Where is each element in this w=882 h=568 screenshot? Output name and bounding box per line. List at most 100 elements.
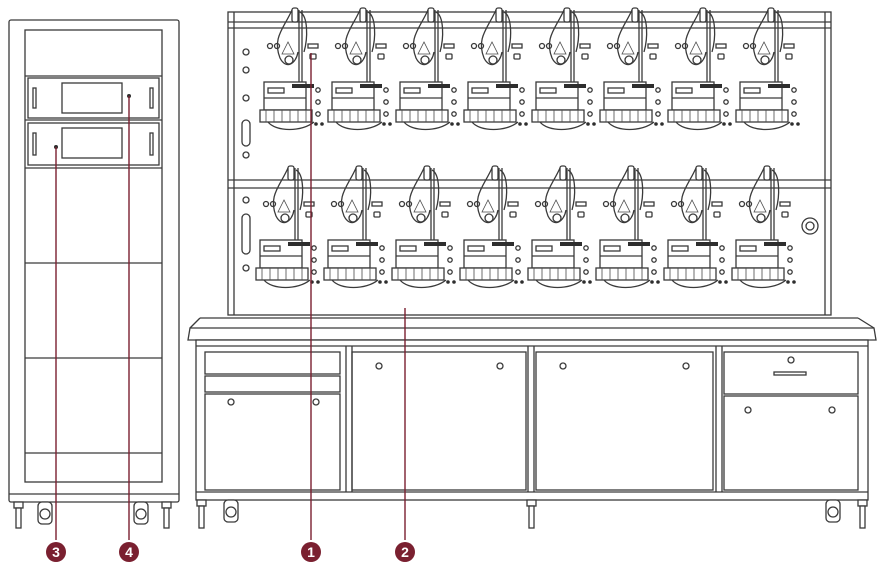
- meter-station: [255, 165, 320, 289]
- terminal-jack: [334, 42, 342, 50]
- cable-clip: [631, 7, 639, 23]
- meter-station: [731, 165, 796, 289]
- photo-sensor: [485, 41, 499, 55]
- workbench-body: [195, 339, 869, 501]
- cable-clip: [491, 165, 499, 181]
- terminal-jack: [592, 122, 596, 126]
- meter-body: [671, 81, 715, 111]
- meter-display: [539, 87, 557, 94]
- terminal-jack: [749, 42, 757, 50]
- test-cable: [616, 9, 639, 66]
- wiring-loop: [335, 121, 383, 131]
- terminal-block: [663, 267, 717, 281]
- cabinet-display-panel-upper: [27, 77, 160, 119]
- bench-foot: [859, 505, 866, 529]
- display-screen-upper: [61, 82, 123, 114]
- test-cable: [276, 9, 299, 66]
- mount-tab: [371, 201, 383, 207]
- meter-display: [267, 87, 285, 94]
- terminal-jack: [456, 122, 460, 126]
- meter-station: [667, 7, 732, 131]
- terminal-jack: [587, 87, 593, 93]
- door-knob: [227, 398, 235, 406]
- terminal-jack: [587, 111, 593, 117]
- terminal-jack: [541, 200, 549, 208]
- meter-clamp-bar: [628, 242, 650, 246]
- sensor-head: [760, 55, 770, 65]
- cable-clip: [495, 7, 503, 23]
- sensor-head: [488, 55, 498, 65]
- terminal-block: [323, 267, 377, 281]
- terminal-jack: [586, 122, 590, 126]
- callout-circle: [46, 542, 66, 562]
- workbench-edge: [189, 317, 201, 329]
- mount-tab: [711, 201, 723, 207]
- meter-station: [459, 165, 524, 289]
- wiring-loop: [263, 279, 311, 289]
- mount-tab: [445, 53, 453, 60]
- control-knob: [242, 151, 250, 159]
- caster-wheel: [225, 506, 237, 518]
- terminal-jack: [606, 42, 614, 50]
- terminal-jack: [383, 99, 389, 105]
- terminal-jack: [722, 122, 726, 126]
- bench-foot: [528, 505, 535, 529]
- wiring-loop: [607, 121, 655, 131]
- bench-caster: [825, 499, 841, 523]
- door-right: [723, 395, 859, 491]
- terminal-jack: [791, 87, 797, 93]
- test-cable: [571, 11, 580, 53]
- door-knob: [312, 398, 320, 406]
- terminal-jack: [446, 280, 450, 284]
- terminal-jack: [791, 111, 797, 117]
- sensor-head: [280, 213, 290, 223]
- terminal-block: [463, 109, 517, 123]
- terminal-jack: [266, 42, 274, 50]
- emergency-stop-inner: [805, 221, 815, 231]
- terminal-block: [599, 109, 653, 123]
- terminal-jack: [447, 257, 453, 263]
- terminal-jack: [451, 87, 457, 93]
- cabinet-foot: [163, 507, 170, 529]
- meter-station: [391, 165, 456, 289]
- callout-label: 1: [307, 544, 315, 560]
- photo-sensor: [413, 199, 427, 213]
- terminal-jack: [583, 245, 589, 251]
- test-cable: [775, 11, 784, 53]
- test-cable: [635, 169, 644, 211]
- cable-clip: [767, 7, 775, 23]
- door-middle-right: [535, 351, 714, 491]
- terminal-jack: [660, 122, 664, 126]
- meter-station: [735, 7, 800, 131]
- meter-display: [403, 87, 421, 94]
- terminal-jack: [515, 269, 521, 275]
- terminal-jack: [719, 257, 725, 263]
- meter-clamp-bar: [632, 84, 654, 88]
- switch-group: [241, 213, 251, 255]
- photo-sensor: [345, 199, 359, 213]
- callouts: 3 4 1 2: [46, 53, 415, 562]
- photo-sensor: [685, 199, 699, 213]
- terminal-jack: [787, 257, 793, 263]
- terminal-jack: [473, 200, 481, 208]
- meter-station: [323, 165, 388, 289]
- mount-tab: [507, 201, 519, 207]
- test-cable: [684, 9, 707, 66]
- terminal-jack: [718, 280, 722, 284]
- station-row-upper: [259, 7, 800, 131]
- door-knob: [828, 406, 836, 414]
- meter-station: [663, 165, 728, 289]
- mount-tab: [373, 211, 381, 218]
- terminal-jack: [514, 280, 518, 284]
- test-cable: [412, 9, 435, 66]
- test-cable: [544, 167, 567, 224]
- cabinet-display-panel-lower: [27, 122, 160, 166]
- panel-handle: [149, 87, 154, 109]
- wiring-loop: [471, 121, 519, 131]
- sensor-head: [284, 55, 294, 65]
- terminal-jack: [651, 245, 657, 251]
- test-cable: [752, 9, 775, 66]
- terminal-block: [667, 109, 721, 123]
- meter-station: [531, 7, 596, 131]
- cable-clip: [291, 7, 299, 23]
